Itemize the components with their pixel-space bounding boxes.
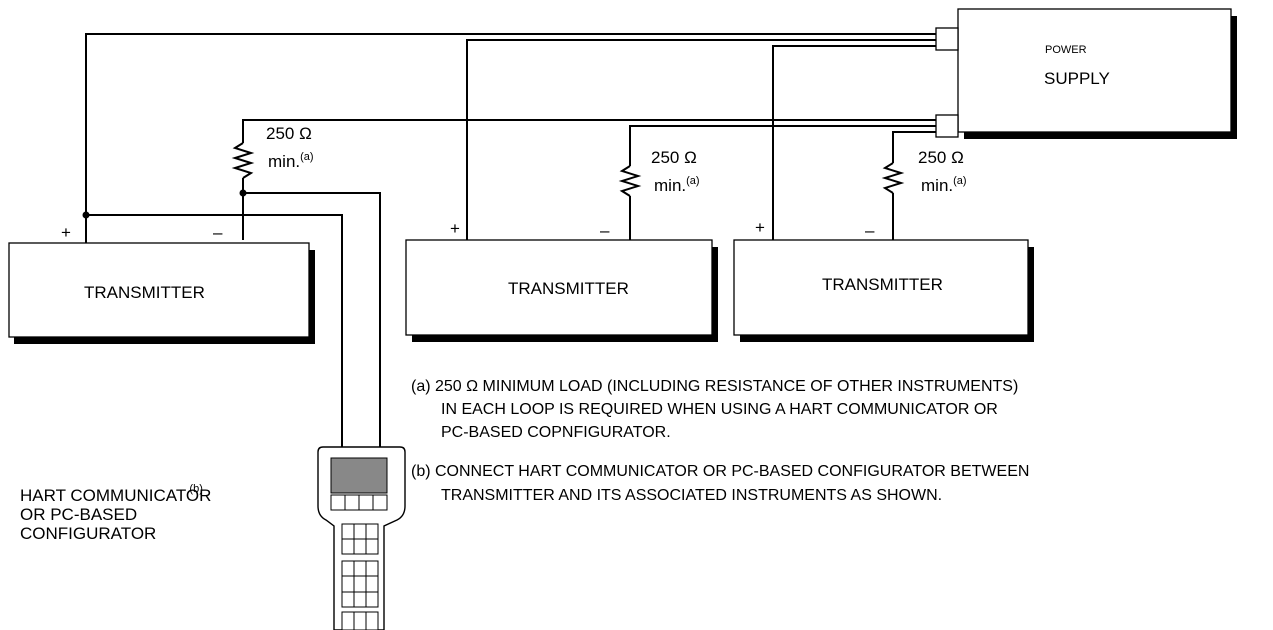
transmitter-1: TRANSMITTER + –: [8, 223, 315, 344]
note-a-line2: IN EACH LOOP IS REQUIRED WHEN USING A HA…: [441, 401, 998, 418]
hart-communicator-icon: [317, 446, 406, 630]
transmitter-3-label: TRANSMITTER: [822, 275, 943, 294]
resistor-2: [618, 165, 642, 197]
transmitter-2-minus: –: [600, 221, 610, 240]
junction-dot: [239, 189, 247, 197]
communicator-label-line1: HART COMMUNICATOR(b): [20, 483, 211, 505]
resistor-1-min: min.(a): [268, 151, 314, 171]
transmitter-1-plus: +: [61, 223, 71, 242]
note-b-line2: TRANSMITTER AND ITS ASSOCIATED INSTRUMEN…: [441, 487, 942, 504]
transmitter-3-minus: –: [865, 221, 875, 240]
transmitter-2: TRANSMITTER + –: [405, 219, 718, 342]
transmitter-2-label: TRANSMITTER: [508, 279, 629, 298]
note-a-line1: (a) 250 Ω MINIMUM LOAD (INCLUDING RESIST…: [411, 378, 1018, 395]
transmitter-3: TRANSMITTER + –: [733, 218, 1034, 342]
resistor-3-value: 250 Ω: [918, 148, 964, 167]
notes: (a) 250 Ω MINIMUM LOAD (INCLUDING RESIST…: [411, 378, 1029, 504]
power-supply-line1: POWER: [1045, 44, 1087, 56]
note-b-line1: (b) CONNECT HART COMMUNICATOR OR PC-BASE…: [411, 463, 1029, 480]
power-supply-line2: SUPPLY: [1044, 69, 1110, 88]
transmitter-1-label: TRANSMITTER: [84, 283, 205, 302]
power-supply: POWER SUPPLY: [935, 8, 1237, 139]
transmitter-2-plus: +: [450, 219, 460, 238]
wires: [85, 33, 936, 448]
resistor-2-value: 250 Ω: [651, 148, 697, 167]
resistor-2-min: min.(a): [654, 175, 700, 195]
resistor-1: [231, 142, 255, 179]
junction-dot: [82, 211, 90, 219]
resistor-3: [881, 162, 905, 194]
power-terminal-bottom: [935, 114, 959, 138]
communicator-label-line3: CONFIGURATOR: [20, 524, 156, 543]
resistor-3-min: min.(a): [921, 175, 967, 195]
resistor-1-value: 250 Ω: [266, 124, 312, 143]
note-a-line3: PC-BASED COPNFIGURATOR.: [441, 424, 671, 441]
transmitter-1-minus: –: [213, 223, 223, 242]
power-terminal-top: [935, 27, 959, 51]
transmitter-3-plus: +: [755, 218, 765, 237]
communicator-label-line2: OR PC-BASED: [20, 505, 137, 524]
